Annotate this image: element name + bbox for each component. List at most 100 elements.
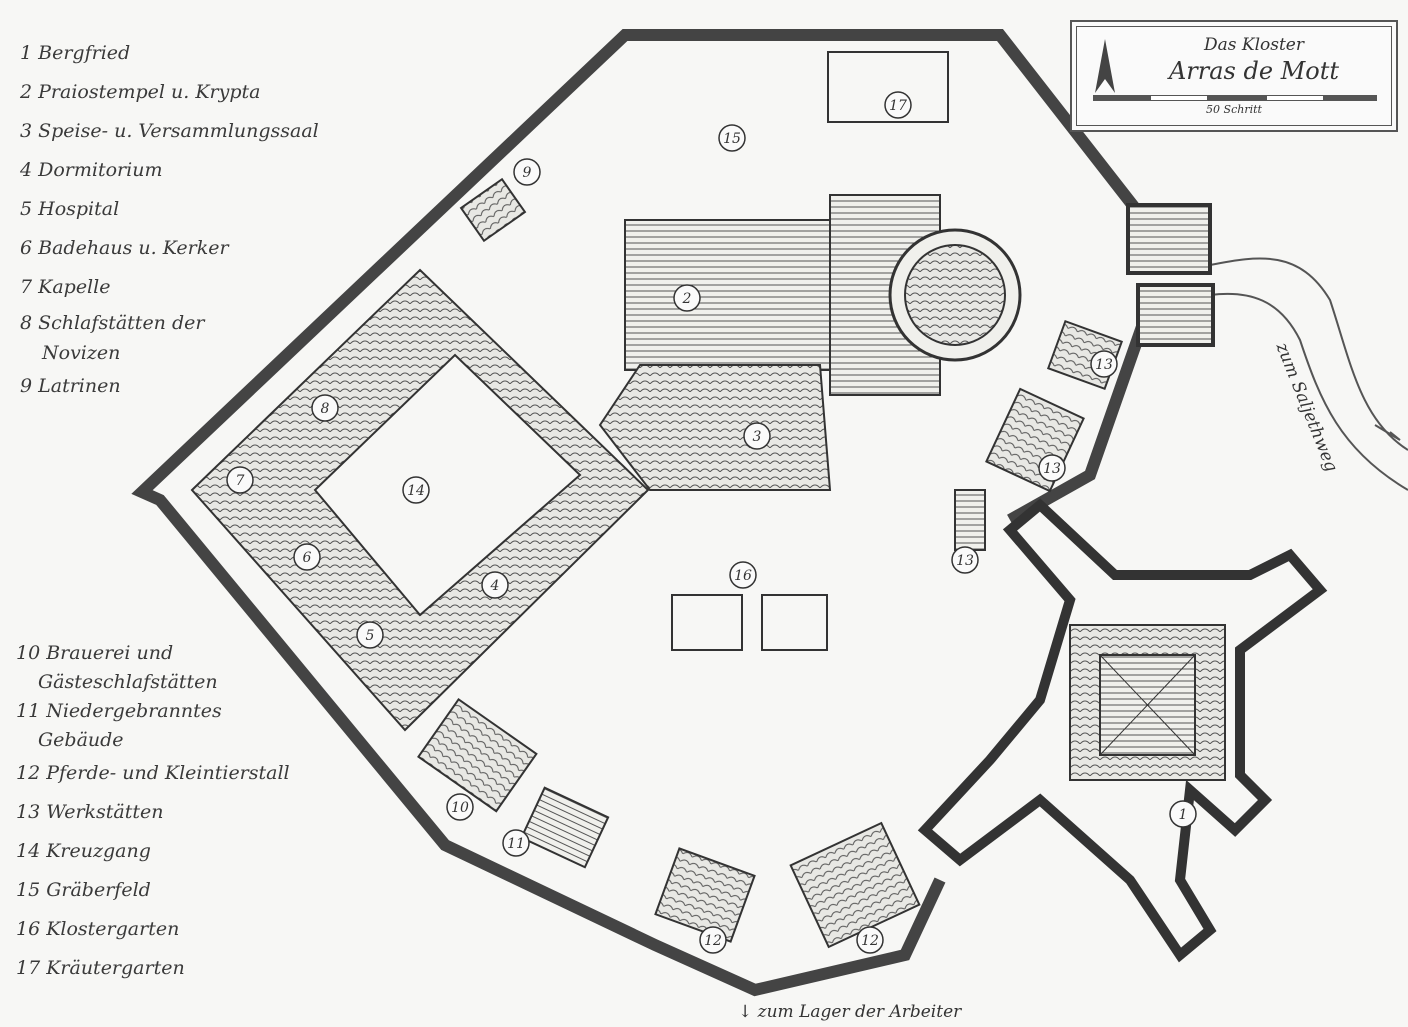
legend-item: 9 Latrinen <box>20 375 121 397</box>
marker-circle <box>311 394 339 422</box>
map-marker-2: 2 <box>673 284 701 312</box>
legend-item: 6 Badehaus u. Kerker <box>20 237 229 259</box>
legend-item: 2 Praiostempel u. Krypta <box>20 81 261 103</box>
map-marker-12: 12 <box>856 926 884 954</box>
garden-bed-2 <box>761 594 828 651</box>
marker-circle <box>729 561 757 589</box>
marker-number: 6 <box>303 550 312 566</box>
legend-item: 17 Kräutergarten <box>16 957 185 979</box>
latrines <box>459 177 527 243</box>
map-marker-15: 15 <box>718 124 746 152</box>
herb-garden <box>827 51 949 123</box>
marker-number: 12 <box>861 933 879 949</box>
marker-number: 11 <box>507 836 525 852</box>
marker-number: 4 <box>490 578 500 594</box>
marker-circle <box>743 422 771 450</box>
marker-circle <box>356 621 384 649</box>
brewery <box>417 697 538 813</box>
north-arrow-icon <box>1095 39 1115 93</box>
marker-circle <box>502 829 530 857</box>
legend-item: Gästeschlafstätten <box>38 671 218 693</box>
legend-item: 10 Brauerei und <box>16 642 174 664</box>
legend-item: 15 Gräberfeld <box>16 879 151 901</box>
marker-circle <box>884 91 912 119</box>
title-line2: Arras de Mott <box>1168 57 1340 85</box>
marker-number: 8 <box>321 401 330 417</box>
marker-number: 13 <box>956 553 974 569</box>
marker-circle <box>481 571 509 599</box>
marker-number: 3 <box>753 429 762 445</box>
legend-item: 5 Hospital <box>20 198 120 220</box>
map-marker-14: 14 <box>402 476 430 504</box>
scale-bar <box>1093 95 1377 101</box>
map-marker-17: 17 <box>884 91 912 119</box>
marker-circle <box>856 926 884 954</box>
garden-bed-1 <box>671 594 743 651</box>
map-marker-6: 6 <box>293 543 321 571</box>
map-marker-3: 3 <box>743 422 771 450</box>
outer-wall <box>131 29 1143 997</box>
marker-number: 15 <box>723 131 741 147</box>
legend-item: 14 Kreuzgang <box>16 840 151 862</box>
marker-circle <box>226 466 254 494</box>
marker-number: 13 <box>1095 357 1113 373</box>
map-marker-11: 11 <box>502 829 530 857</box>
legend-item: 8 Schlafstätten der <box>20 312 205 334</box>
legend-item: Gebäude <box>38 729 124 751</box>
title-cartouche: Das Kloster Arras de Mott 50 Schritt <box>1070 20 1398 132</box>
scale-label: 50 Schritt <box>1206 103 1262 116</box>
map-marker-7: 7 <box>226 466 254 494</box>
legend-item: 16 Klostergarten <box>16 918 180 940</box>
title-line1: Das Kloster <box>1203 35 1304 55</box>
map-marker-12: 12 <box>699 926 727 954</box>
map-marker-13: 13 <box>951 546 979 574</box>
road-label-south-text: zum Lager der Arbeiter <box>757 1002 962 1022</box>
legend-item: Novizen <box>42 342 121 364</box>
map-marker-13: 13 <box>1090 350 1118 378</box>
map-marker-8: 8 <box>311 394 339 422</box>
map-marker-10: 10 <box>446 793 474 821</box>
legend-item: 4 Dormitorium <box>20 159 163 181</box>
workshop-3 <box>954 489 986 551</box>
marker-number: 12 <box>704 933 722 949</box>
marker-number: 5 <box>366 628 375 644</box>
marker-circle <box>951 546 979 574</box>
marker-circle <box>1038 454 1066 482</box>
marker-circle <box>402 476 430 504</box>
marker-circle <box>718 124 746 152</box>
marker-number: 1 <box>1179 807 1188 823</box>
marker-number: 13 <box>1043 461 1061 477</box>
marker-circle <box>1169 800 1197 828</box>
road-arrow-east <box>1374 424 1401 441</box>
stable-1 <box>654 847 756 943</box>
map-marker-9: 9 <box>513 158 541 186</box>
marker-circle <box>446 793 474 821</box>
gatehouse-north <box>1126 203 1212 275</box>
temple-nave <box>624 219 831 371</box>
marker-number: 7 <box>236 473 245 489</box>
marker-circle <box>673 284 701 312</box>
hall-roof <box>598 364 832 491</box>
map-marker-1: 1 <box>1169 800 1197 828</box>
cloister-courtyard <box>313 353 582 617</box>
marker-circle <box>513 158 541 186</box>
legend-bottom: 10 Brauerei und Gästeschlafstätten 11 Ni… <box>16 638 290 988</box>
legend-item: 11 Niedergebranntes <box>16 700 222 722</box>
road-east <box>1209 257 1408 491</box>
marker-number: 14 <box>407 483 425 499</box>
map-marker-13: 13 <box>1038 454 1066 482</box>
workshop-2 <box>985 387 1085 493</box>
marker-circle <box>293 543 321 571</box>
legend-item: 13 Werkstätten <box>16 801 164 823</box>
legend-item: 12 Pferde- und Kleintierstall <box>16 762 290 784</box>
map-marker-16: 16 <box>729 561 757 589</box>
map-marker-5: 5 <box>356 621 384 649</box>
marker-number: 16 <box>734 568 752 584</box>
map-marker-4: 4 <box>481 571 509 599</box>
legend-item: 7 Kapelle <box>20 276 111 298</box>
road-label-south: ↓ zum Lager der Arbeiter <box>738 1002 962 1022</box>
marker-number: 17 <box>889 98 907 114</box>
